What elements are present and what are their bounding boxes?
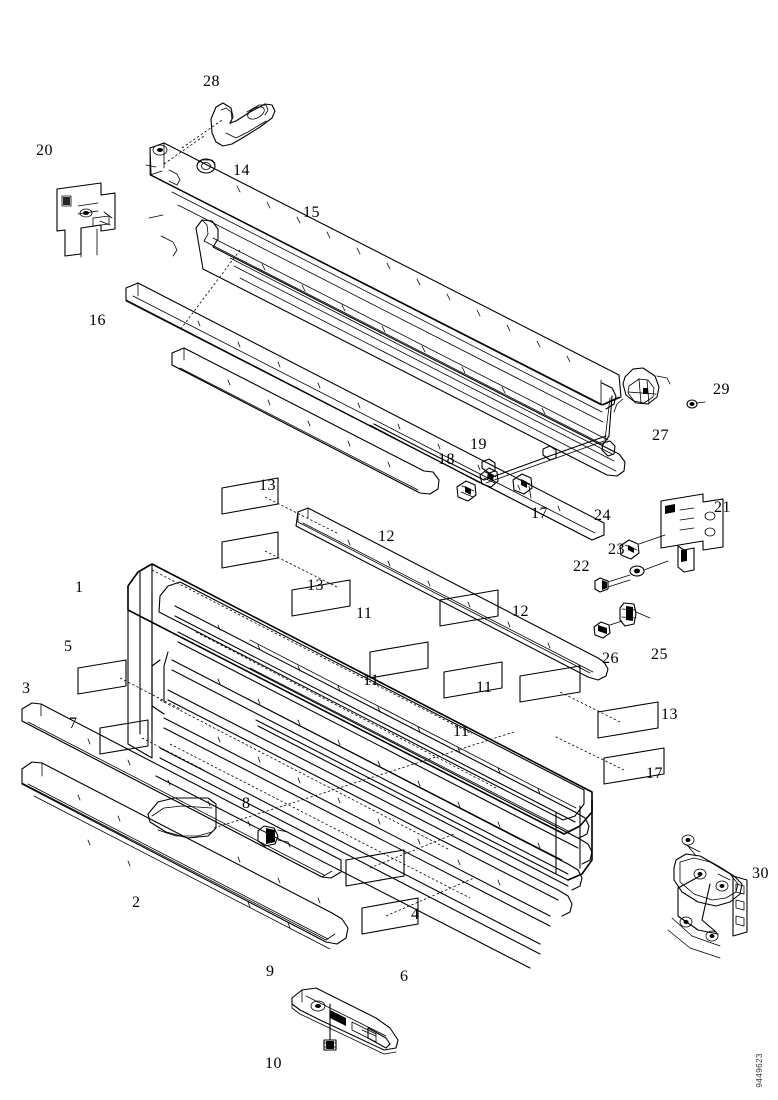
part-27-corner-bracket [613,367,671,413]
callout-15: 15 [303,204,320,221]
callout-19: 19 [470,436,487,453]
part-2-lower-trim-bar [21,761,349,950]
callout-25: 25 [651,646,668,663]
callout-11-a: 11 [356,605,373,622]
callout-18: 18 [438,451,455,468]
part-25-clip-fastener [619,602,651,627]
part-15-upper-grille-panel [145,142,626,477]
insert-panel-boxes [77,477,665,935]
callout-11-b: 11 [363,672,380,689]
part-28-latch-hook [210,102,276,147]
part-21-right-mounting-plate [660,493,724,573]
callout-23: 23 [608,541,625,558]
part-9-lower-bracket [291,987,399,1055]
part-19-flange-nut [479,467,499,488]
callout-9: 9 [266,963,275,980]
part-24-lock-nut [619,534,666,560]
grille-slats [155,507,609,969]
callout-29: 29 [713,381,730,398]
support-armature [369,382,617,484]
callout-3: 3 [22,680,31,697]
callout-28: 28 [203,73,220,90]
part-30-lower-right-bracket [667,834,748,959]
drawing-id-watermark: 9449623 [755,1053,764,1088]
callout-17-upper: 17 [531,505,548,522]
part-17-hex-nut-upper [512,473,533,499]
callout-12-a: 12 [378,528,395,545]
part-18-hex-bolt [456,480,477,502]
callout-16: 16 [89,312,106,329]
callout-1: 1 [75,579,84,596]
part-29-pin-fastener [686,399,706,409]
callout-14: 14 [233,162,250,179]
part-10-bracket-screw [323,1003,337,1051]
callout-27: 27 [652,427,669,444]
part-8-center-fastener [257,825,289,847]
callout-11-d: 11 [453,723,470,740]
callout-17-lower: 17 [646,765,663,782]
part-16-upper-moulding [125,282,605,541]
callout-20: 20 [36,142,53,159]
callout-10: 10 [265,1055,282,1072]
callout-22: 22 [573,558,590,575]
part-1-grille-main-frame [127,563,593,887]
callout-13-b: 13 [307,577,324,594]
part-22-stud-bolt [594,574,631,593]
callout-11-c: 11 [476,679,493,696]
part-23-washer [629,560,669,577]
part-26-retainer-clip [593,620,623,639]
callout-26: 26 [602,650,619,667]
callout-24: 24 [594,507,611,524]
part-20-left-mounting-bracket [56,182,116,258]
callout-6: 6 [400,968,409,985]
callout-8: 8 [242,795,251,812]
assembly-reference-lines [151,119,515,899]
callout-30: 30 [752,865,769,882]
callout-12-b: 12 [512,603,529,620]
callout-7: 7 [69,715,78,732]
callout-4: 4 [411,906,420,923]
callout-13-c: 13 [661,706,678,723]
callout-5: 5 [64,638,73,655]
callout-2: 2 [132,894,141,911]
callout-13-a: 13 [259,477,276,494]
callout-21: 21 [714,499,731,516]
